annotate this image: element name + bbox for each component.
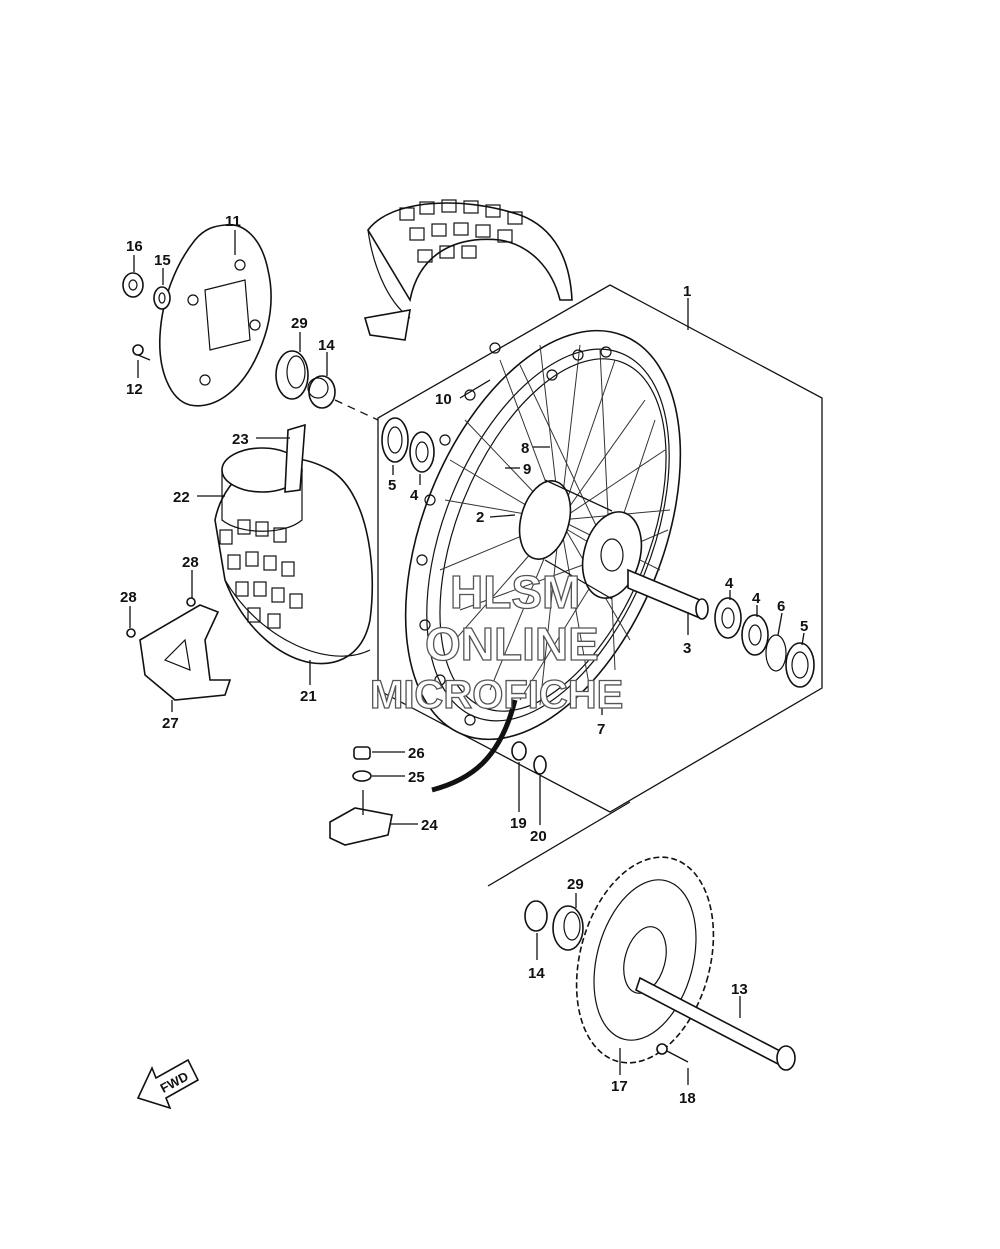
callout-12: 12: [126, 381, 143, 398]
callout-28-a: 28: [182, 554, 199, 571]
tire-top-illustration: [363, 199, 573, 341]
watermark: HLSM ONLINE MICROFICHE: [369, 565, 624, 717]
seal-5-right: [785, 642, 815, 688]
callout-11: 11: [225, 213, 241, 230]
callout-1: 1: [683, 283, 691, 300]
tube-22: [221, 447, 303, 532]
spacer-3: [627, 568, 709, 620]
collar-29-bottom: [552, 905, 584, 951]
callout-21: 21: [300, 688, 317, 705]
callout-5-right: 5: [800, 618, 808, 635]
bolt-28-a: [186, 597, 196, 607]
valve-tube: [431, 699, 518, 793]
callout-23: 23: [232, 431, 249, 448]
callout-17: 17: [611, 1078, 628, 1095]
spacer-14-top: [307, 375, 336, 409]
callout-4-left: 4: [410, 487, 419, 504]
rim-holes: [416, 342, 612, 726]
callout-7: 7: [597, 721, 605, 738]
callout-6: 6: [777, 598, 785, 615]
callout-29-top: 29: [291, 315, 308, 332]
callout-22: 22: [173, 489, 190, 506]
rim-lock-24: [329, 790, 393, 846]
spacer-14-bottom: [524, 900, 548, 932]
rear-wheel: [404, 329, 682, 741]
callout-2: 2: [476, 509, 484, 526]
nut-19: [511, 741, 527, 761]
nut-26: [353, 746, 371, 760]
callout-26: 26: [408, 745, 425, 762]
callout-8: 8: [521, 440, 529, 457]
axis-dash-left: [334, 399, 379, 421]
callout-20: 20: [530, 828, 547, 845]
callout-15: 15: [154, 252, 171, 269]
callout-19: 19: [510, 815, 527, 832]
callout-10: 10: [435, 391, 452, 408]
callout-27: 27: [162, 715, 179, 732]
bearing-4a: [714, 597, 742, 639]
bearing-4-left: [409, 431, 435, 473]
callout-3: 3: [683, 640, 691, 657]
watermark-line-2: ONLINE: [425, 618, 599, 670]
callout-18: 18: [679, 1090, 696, 1107]
sprocket-box: [487, 801, 631, 887]
circlip-6: [765, 634, 787, 672]
bolt-12: [132, 344, 151, 361]
callout-4-right-a: 4: [725, 575, 734, 592]
nut-16: [122, 272, 144, 298]
seal-5-left: [381, 417, 409, 463]
bearing-4b: [741, 614, 769, 656]
callout-25: 25: [408, 769, 425, 786]
callout-29-bottom: 29: [567, 876, 584, 893]
callout-13: 13: [731, 981, 748, 998]
callout-14-bottom: 14: [528, 965, 545, 982]
callout-24: 24: [421, 817, 438, 834]
bolt-18: [656, 1043, 689, 1063]
washer-20: [533, 755, 547, 775]
callout-9: 9: [523, 461, 531, 478]
leader-lines: [129, 230, 805, 1085]
washer-15: [153, 286, 171, 310]
callout-labels: 1 2 3 4 4 4 5 5 6 7 8 9 10 11 12 13 14 1…: [120, 213, 808, 1107]
wheel-assembly-outline: [377, 284, 823, 813]
axle-13: [635, 976, 796, 1071]
callout-4-right-b: 4: [752, 590, 761, 607]
rim-band-23: [284, 423, 306, 493]
watermark-line-3: MICROFICHE: [370, 673, 623, 717]
bolt-28-b: [126, 628, 136, 638]
brake-disc-11: [159, 223, 272, 407]
callout-16: 16: [126, 238, 143, 255]
callout-14-top: 14: [318, 337, 335, 354]
forward-direction-arrow: FWD: [136, 1058, 200, 1110]
collar-29-top: [275, 350, 309, 400]
callout-5-left: 5: [388, 477, 396, 494]
disc-guard-27: [139, 604, 232, 701]
watermark-line-1: HLSM: [450, 566, 580, 618]
callout-28-b: 28: [120, 589, 137, 606]
washer-25: [352, 770, 372, 782]
